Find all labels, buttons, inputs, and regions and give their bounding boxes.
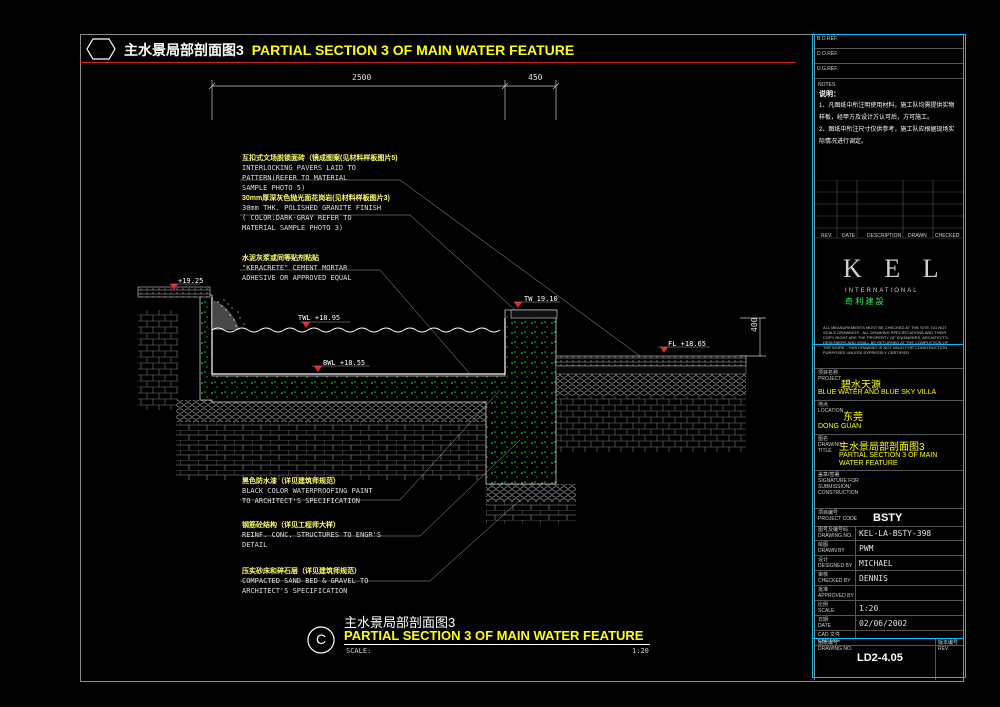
project-name-en: BLUE WATER AND BLUE SKY VILLA xyxy=(818,389,937,396)
section-drawing xyxy=(137,80,766,582)
page-title-en: PARTIAL SECTION 3 OF MAIN WATER FEATURE xyxy=(251,42,575,58)
info-row: 审核 CHECKED BY DENNIS xyxy=(815,571,963,586)
page-title: 主水景局部剖面图3 PARTIAL SECTION 3 OF MAIN WATE… xyxy=(124,40,574,60)
section-marker-circle xyxy=(307,626,335,654)
rev-header: DATE xyxy=(842,233,855,239)
project-name-cn: 碧水天源 xyxy=(841,380,881,391)
notes-line-2: 2、图纸中所注尺寸仅供参考，施工队应根据现场实际情况进行调定。 xyxy=(819,127,955,145)
title-block-border xyxy=(812,34,966,678)
info-row: 日期 DATE 02/06/2002 xyxy=(815,616,963,631)
rev-header: CHECKED xyxy=(935,233,960,239)
footer-title-underline xyxy=(344,644,650,645)
rev-header: REV. xyxy=(821,233,833,239)
rev-label: 版本编号 REV. xyxy=(938,640,959,652)
section-divider xyxy=(815,400,963,401)
drawing-title-label: 图名 DRAWING TITLE xyxy=(818,436,842,454)
notes-title: 说明： xyxy=(819,91,840,98)
table-col-divider xyxy=(935,638,936,680)
info-row: 设计 DESIGNED BY MICHAEL xyxy=(815,556,963,571)
section-marker-label: C xyxy=(316,631,327,647)
rev-header: DESCRIPTION xyxy=(867,233,902,239)
company-logo-cn: 奇 利 建 設 xyxy=(845,297,884,306)
level-label: TW 19.10 xyxy=(524,295,558,303)
dimension-450: 450 xyxy=(528,73,543,82)
level-label: +19.25 xyxy=(178,277,204,285)
note-granite-finish: 30mm厚深灰色抛光面花岗岩(见材料样板图片3) 30mm THK. POLIS… xyxy=(242,195,390,232)
hexagon-icon xyxy=(86,38,116,60)
info-row: 绘图 DRAWN BY PWM xyxy=(815,541,963,556)
drawing-title-cn: 主水景局部剖面图3 xyxy=(839,442,925,453)
notes-line-1: 1、凡图纸中所注明使用材料，施工队均需提供实物样板，经甲方及设计方认可后，方可施… xyxy=(819,103,955,121)
note-sand-gravel: 压实砂床和碎石层（详见建筑师规范） COMPACTED SAND BED & G… xyxy=(242,568,369,595)
note-cement-mortar: 水泥灰浆或同等贴剂粘贴 "KERACRETE" CEMENT MORTAR AD… xyxy=(242,255,352,282)
level-label: FL +18.65 xyxy=(668,340,706,348)
info-row: 比例 SCALE 1:20 xyxy=(815,601,963,616)
section-divider xyxy=(815,508,963,509)
page-title-cn: 主水景局部剖面图3 xyxy=(124,42,244,58)
notes-label: NOTES xyxy=(818,82,836,88)
table-col-divider xyxy=(855,526,856,638)
footer-title-cn: 主水景局部剖面图3 xyxy=(344,615,456,630)
drawing-title-en: PARTIAL SECTION 3 OF MAIN WATER FEATURE xyxy=(839,452,938,467)
section-divider xyxy=(815,526,963,527)
location-label: 地点 LOCATION xyxy=(818,402,844,414)
scale-label: SCALE: xyxy=(346,647,372,655)
dimension-2500: 2500 xyxy=(352,73,372,82)
revision-grid xyxy=(815,180,963,239)
title-block-divider xyxy=(812,638,964,639)
info-row: CAD 文件 CAD FILE xyxy=(815,631,963,646)
section-divider xyxy=(815,470,963,471)
title-block-divider xyxy=(812,344,964,345)
location-en: DONG GUAN xyxy=(818,423,862,430)
note-waterproofing: 黑色防水漆（详见建筑师规范） BLACK COLOR WATERPROOFING… xyxy=(242,478,373,505)
note-interlocking-pavers: 互扣式文场脱锁面砖（镜成图案(见材料样板图片5) INTERLOCKING PA… xyxy=(242,155,398,192)
note-reinforced-concrete: 钢筋砼结构（详见工程师大样） REINF. CONC. STRUCTURES T… xyxy=(242,522,382,549)
dimension-400: 400 xyxy=(750,317,759,332)
level-label: TWL +18.95 xyxy=(298,314,341,322)
project-label: 项目名称 PROJECT xyxy=(818,370,842,382)
section-divider xyxy=(815,368,963,369)
rev-header: DRAWN xyxy=(908,233,927,239)
location-cn: 东莞 xyxy=(843,412,863,423)
disclaimer: ALL MEASUREMENTS MUST BE CHECKED AT THE … xyxy=(823,325,949,355)
title-underline xyxy=(80,62,796,63)
section-divider xyxy=(815,434,963,435)
company-logo-sub: INTERNATIONAL xyxy=(845,288,919,294)
info-row: 图号及编号码 DRAWING NO. KEL-LA-BSTY-398 xyxy=(815,526,963,541)
drawing-frame xyxy=(80,34,964,682)
level-label: BWL +18.55 xyxy=(323,359,366,367)
info-rows: 图号及编号码 DRAWING NO. KEL-LA-BSTY-398 绘图 DR… xyxy=(815,526,963,646)
project-code-label: 项目编号 PROJECT CODE xyxy=(818,510,858,522)
drawing-no-label: 图纸编号 DRAWING NO. xyxy=(818,640,853,652)
signature-label: 盖章/签署 SIGNATURE FOR SUBMISSION/ CONSTRUC… xyxy=(818,472,859,496)
info-row: 批准 APPROVED BY xyxy=(815,586,963,601)
scale-value: 1:20 xyxy=(632,647,649,655)
title-block: B.O.REF. D.O.REF. U.G.REF. NOTES 说明： 1、凡… xyxy=(814,34,963,680)
drawing-number: LD2-4.05 xyxy=(857,652,903,664)
company-logo: K E L xyxy=(843,254,947,283)
ref-rows: B.O.REF. D.O.REF. U.G.REF. xyxy=(815,34,963,79)
footer-title-en: PARTIAL SECTION 3 OF MAIN WATER FEATURE xyxy=(344,628,644,643)
project-code: BSTY xyxy=(873,512,903,524)
